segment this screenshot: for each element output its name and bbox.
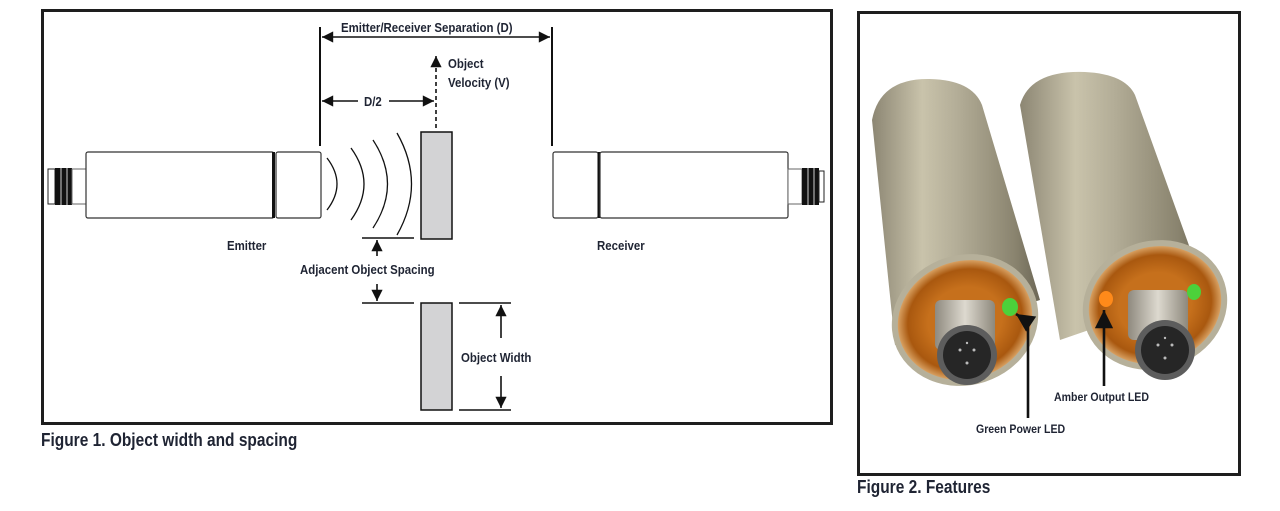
velocity-label-line1: Object [448, 56, 484, 71]
figure-2-frame [857, 11, 1241, 476]
receiver-sensor [552, 151, 825, 219]
receiver-connector-neck [787, 168, 803, 205]
amber-led-label: Amber Output LED [1054, 391, 1149, 404]
green-led-callout-arrow [1015, 312, 1037, 332]
spacing-dimension [362, 237, 414, 304]
wave-4 [396, 132, 413, 236]
emitter-lens-cap [275, 151, 322, 219]
sensor-right-illustration [1020, 71, 1228, 380]
velocity-label-line2: Velocity (V) [448, 75, 510, 90]
green-led-right [1187, 284, 1201, 300]
sensor-left-illustration [872, 78, 1040, 386]
receiver-connector-thread [802, 168, 819, 205]
receiver-label: Receiver [597, 238, 645, 253]
half-distance-label: D/2 [364, 94, 382, 109]
emitter-connector-tip [47, 168, 56, 205]
width-label: Object Width [461, 350, 531, 365]
wave-1 [326, 157, 338, 211]
receiver-lens-cap [552, 151, 599, 219]
emitter-connector-neck [71, 168, 87, 205]
receiver-connector-tip [818, 170, 825, 203]
green-power-led [1002, 298, 1018, 316]
amber-output-led [1099, 291, 1113, 307]
object-1 [420, 131, 453, 240]
emitter-body [85, 151, 275, 219]
figure-1-frame [41, 9, 833, 425]
figure-2-caption: Figure 2. Features [857, 477, 991, 497]
separation-label: Emitter/Receiver Separation (D) [341, 20, 513, 35]
receiver-body [599, 151, 789, 219]
wave-2 [350, 147, 365, 221]
emitter-sensor [47, 151, 322, 219]
emitter-connector-thread [55, 168, 72, 205]
width-dimension [459, 302, 511, 411]
figure-1-caption: Figure 1. Object width and spacing [41, 430, 298, 450]
separation-dimension [319, 27, 553, 146]
spacing-label: Adjacent Object Spacing [300, 262, 435, 277]
wave-3 [372, 139, 389, 229]
green-led-label: Green Power LED [976, 423, 1065, 436]
object-2 [420, 302, 453, 411]
emitter-label: Emitter [227, 238, 267, 253]
emission-waves [326, 132, 413, 236]
